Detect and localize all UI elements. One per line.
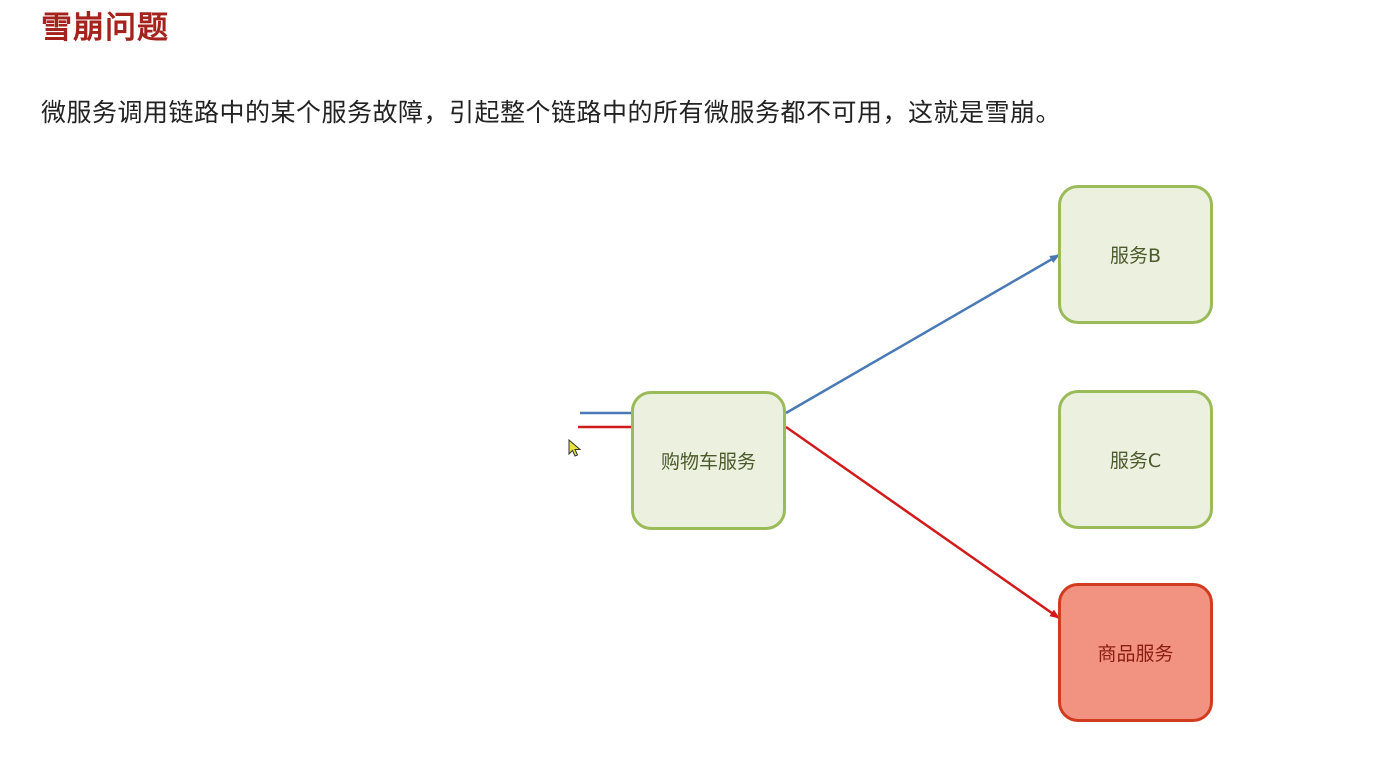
arrow-cart-to-service-b (785, 253, 1060, 415)
node-service-c-label: 服务C (1109, 450, 1162, 472)
node-cart-service: 购物车服务 (631, 391, 786, 530)
node-service-b-label: 服务B (1109, 245, 1162, 267)
arrow-cart-to-goods (785, 425, 1060, 620)
node-service-c: 服务C (1058, 390, 1213, 529)
page-description: 微服务调用链路中的某个服务故障，引起整个链路中的所有微服务都不可用，这就是雪崩。 (41, 98, 1062, 127)
node-service-b: 服务B (1058, 185, 1213, 324)
page-title: 雪崩问题 (41, 10, 169, 46)
node-goods-service: 商品服务 (1058, 583, 1213, 722)
mouse-pointer-icon (568, 439, 582, 457)
node-goods-service-label: 商品服务 (1097, 643, 1174, 665)
node-cart-service-label: 购物车服务 (660, 451, 756, 473)
